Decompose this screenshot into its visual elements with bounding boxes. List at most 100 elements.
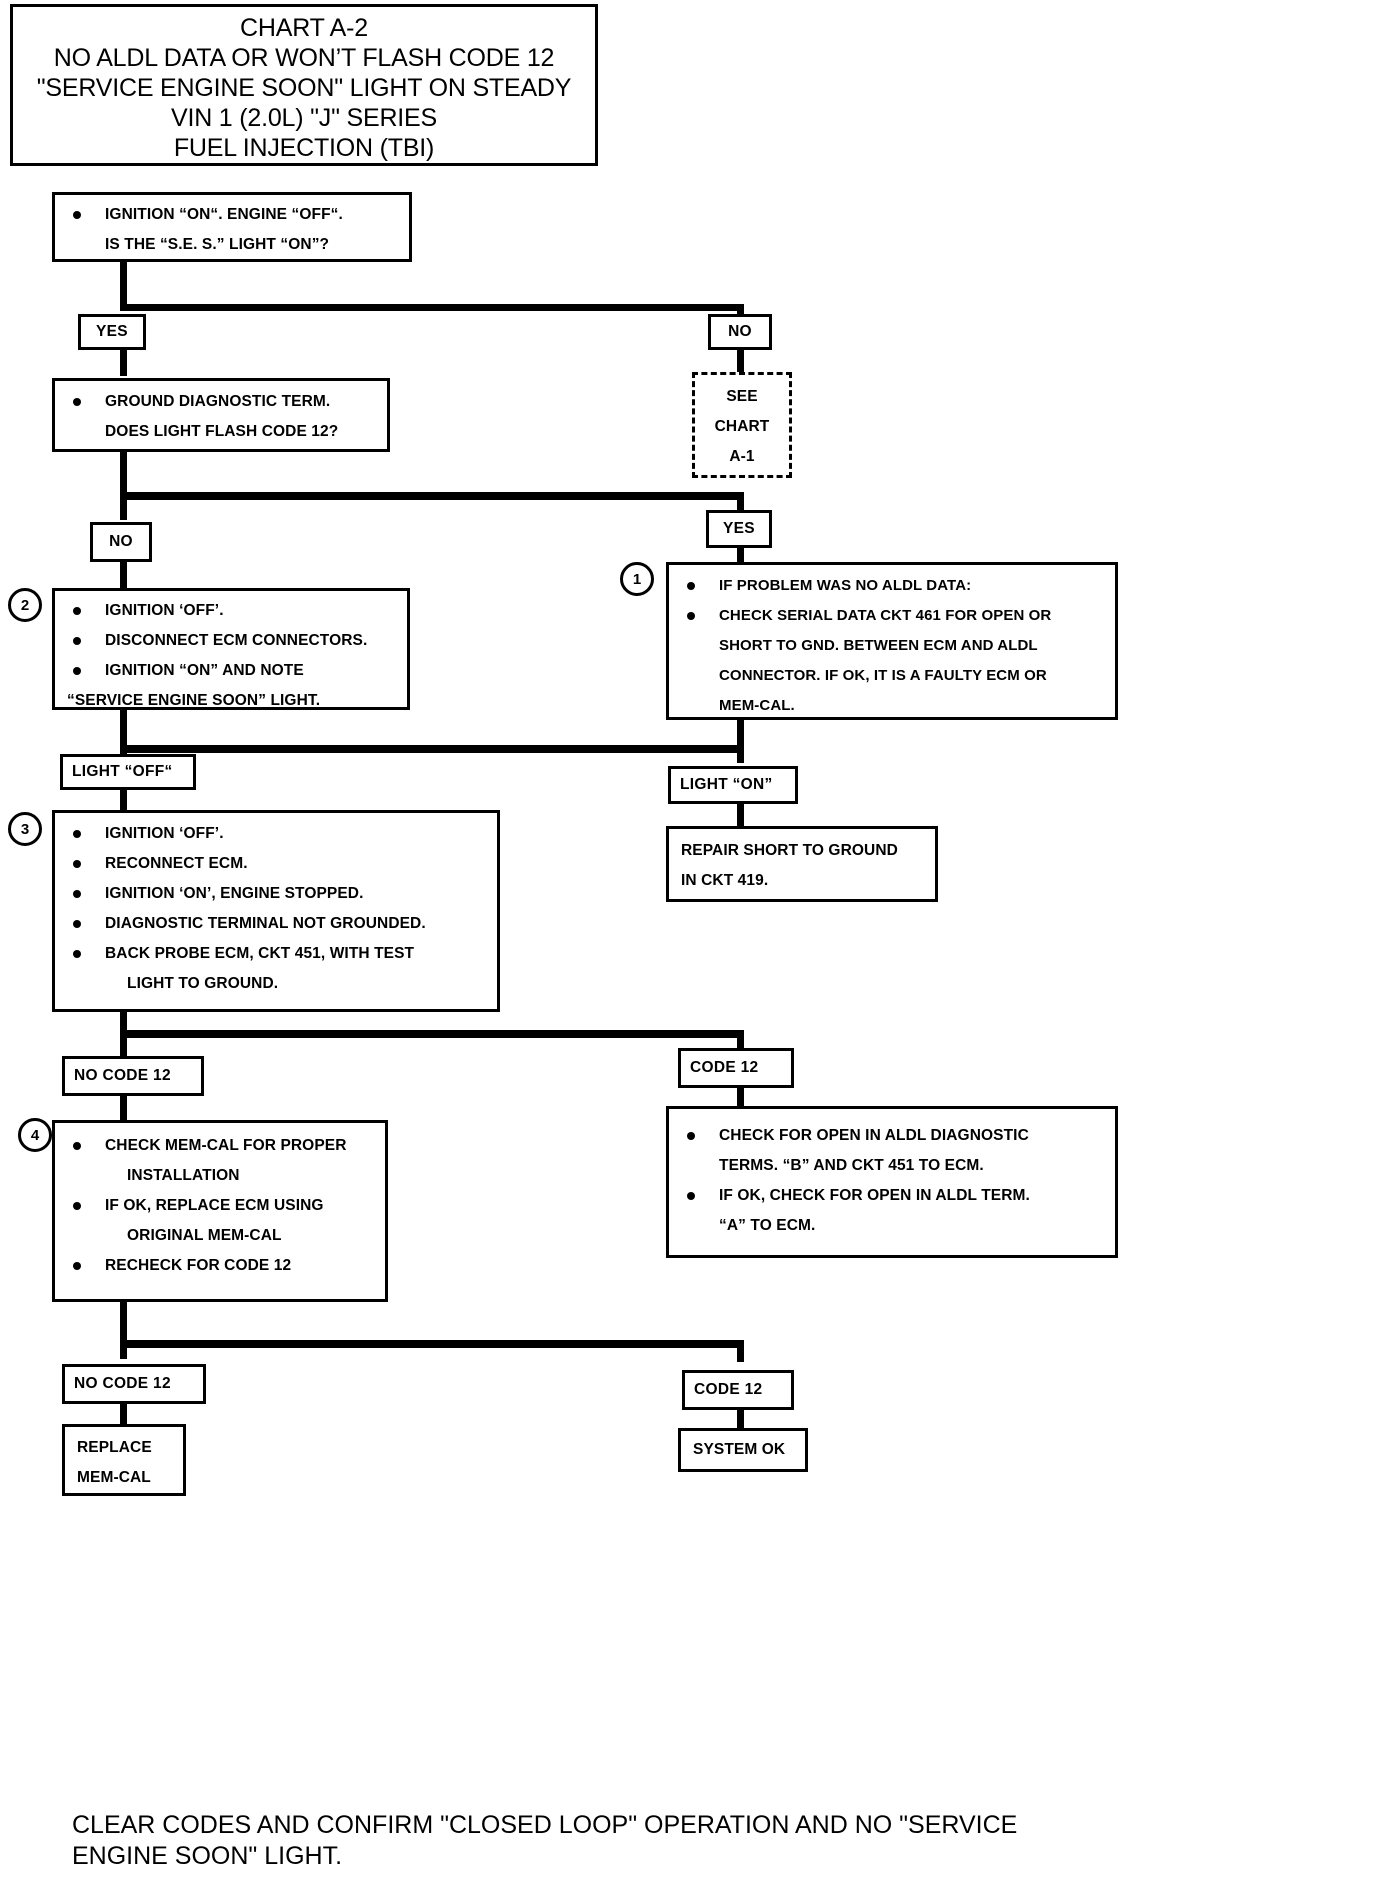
label-no-1: NO: [708, 314, 772, 350]
bullet-icon: [687, 1192, 695, 1200]
box-see-chart-a1: SEE CHART A-1: [692, 372, 792, 478]
box-start-line-1: IGNITION “ON“. ENGINE “OFF“.: [55, 200, 409, 230]
box-step4-line-4: ORIGINAL MEM-CAL: [127, 1227, 282, 1244]
box-step2-line-2: DISCONNECT ECM CONNECTORS.: [55, 626, 407, 656]
box-replace-mem-cal: REPLACE MEM-CAL: [62, 1424, 186, 1496]
connector-code12b-down: [737, 1410, 744, 1428]
connector-split-2: [120, 492, 744, 500]
box-step4-line-2: INSTALLATION: [127, 1167, 240, 1184]
label-no-code-12-b: NO CODE 12: [62, 1364, 206, 1404]
bullet-icon: [687, 582, 695, 590]
bullet-icon: [73, 1262, 81, 1270]
step-number-1: 1: [620, 562, 654, 596]
box-step1-line-5: MEM-CAL.: [719, 697, 795, 714]
chart-title-box: CHART A-2 NO ALDL DATA OR WON’T FLASH CO…: [10, 4, 598, 166]
box-step-1: IF PROBLEM WAS NO ALDL DATA: CHECK SERIA…: [666, 562, 1118, 720]
connector-yes2-down: [737, 548, 744, 562]
connector-yes1-down: [120, 348, 127, 376]
see-chart-line-1: SEE: [726, 388, 758, 405]
title-line-5: FUEL INJECTION (TBI): [173, 134, 435, 162]
connector-nocode12b-down: [120, 1404, 127, 1424]
box-step3-line-6: LIGHT TO GROUND.: [127, 975, 279, 992]
label-yes-2: YES: [706, 510, 772, 548]
connector-to-yes2: [737, 492, 744, 510]
bullet-icon: [73, 667, 81, 675]
box-step2-line-1: IGNITION ‘OFF’.: [55, 596, 407, 626]
connector-no2-down: [120, 562, 127, 588]
bullet-icon: [687, 1132, 695, 1140]
connector-split-1: [120, 304, 744, 311]
bullet-icon: [73, 950, 81, 958]
box-step-3: IGNITION ‘OFF’. RECONNECT ECM. IGNITION …: [52, 810, 500, 1012]
box-repair-short-to-ground: REPAIR SHORT TO GROUND IN CKT 419.: [666, 826, 938, 902]
bullet-icon: [73, 211, 81, 219]
box-openaldl-line-4: “A” TO ECM.: [719, 1217, 816, 1234]
connector-step2-down: [120, 710, 127, 754]
box-step3-line-4: DIAGNOSTIC TERMINAL NOT GROUNDED.: [55, 909, 497, 939]
box-openaldl-line-3: IF OK, CHECK FOR OPEN IN ALDL TERM.: [669, 1181, 1115, 1211]
box-repair-line-1: REPAIR SHORT TO GROUND: [681, 842, 898, 859]
box-step-2: IGNITION ‘OFF’. DISCONNECT ECM CONNECTOR…: [52, 588, 410, 710]
connector-no1-down: [737, 348, 744, 372]
box-start-line-2: IS THE “S.E. S.” LIGHT “ON”?: [105, 236, 330, 253]
title-line-2: NO ALDL DATA OR WON’T FLASH CODE 12: [53, 44, 555, 72]
box-system-ok: SYSTEM OK: [678, 1428, 808, 1472]
connector-code12a-down: [737, 1087, 744, 1107]
box-check-open-aldl: CHECK FOR OPEN IN ALDL DIAGNOSTIC TERMS.…: [666, 1106, 1118, 1258]
connector-groundterm-down: [120, 451, 127, 499]
label-no-2: NO: [90, 522, 152, 562]
title-line-4: VIN 1 (2.0L) "J" SERIES: [170, 104, 438, 132]
box-step3-line-3: IGNITION ‘ON’, ENGINE STOPPED.: [55, 879, 497, 909]
bullet-icon: [73, 637, 81, 645]
connector-step1-down: [737, 719, 744, 763]
box-step1-line-3: SHORT TO GND. BETWEEN ECM AND ALDL: [719, 637, 1038, 654]
step-number-2: 2: [8, 588, 42, 622]
title-line-3: "SERVICE ENGINE SOON" LIGHT ON STEADY: [36, 74, 572, 102]
box-step4-line-1: CHECK MEM-CAL FOR PROPER: [55, 1131, 385, 1161]
footer-line-1: CLEAR CODES AND CONFIRM "CLOSED LOOP" OP…: [72, 1811, 1018, 1839]
box-start: IGNITION “ON“. ENGINE “OFF“. IS THE “S.E…: [52, 192, 412, 262]
connector-to-no2: [120, 492, 127, 520]
box-openaldl-line-1: CHECK FOR OPEN IN ALDL DIAGNOSTIC: [669, 1121, 1115, 1151]
box-step2-line-4: “SERVICE ENGINE SOON” LIGHT.: [67, 692, 321, 709]
box-step-4: CHECK MEM-CAL FOR PROPER INSTALLATION IF…: [52, 1120, 388, 1302]
connector-nocode12a-down: [120, 1096, 127, 1120]
box-repair-line-2: IN CKT 419.: [681, 872, 769, 889]
label-code-12-a: CODE 12: [678, 1048, 794, 1088]
bullet-icon: [73, 890, 81, 898]
label-yes-1: YES: [78, 314, 146, 350]
box-step1-line-2: CHECK SERIAL DATA CKT 461 FOR OPEN OR: [669, 601, 1115, 631]
connector-to-code12b: [737, 1340, 744, 1362]
box-groundterm-line-2: DOES LIGHT FLASH CODE 12?: [105, 423, 339, 440]
step-number-4: 4: [18, 1118, 52, 1152]
box-step2-line-3: IGNITION “ON” AND NOTE: [55, 656, 407, 686]
box-systemok-line-1: SYSTEM OK: [693, 1441, 786, 1458]
bullet-icon: [73, 398, 81, 406]
label-light-on: LIGHT “ON”: [668, 766, 798, 804]
box-step3-line-1: IGNITION ‘OFF’.: [55, 819, 497, 849]
box-step3-line-2: RECONNECT ECM.: [55, 849, 497, 879]
see-chart-line-2: CHART: [714, 418, 770, 435]
box-step4-line-5: RECHECK FOR CODE 12: [55, 1251, 385, 1281]
bullet-icon: [73, 1202, 81, 1210]
box-ground-diagnostic-term: GROUND DIAGNOSTIC TERM. DOES LIGHT FLASH…: [52, 378, 390, 452]
box-step1-line-1: IF PROBLEM WAS NO ALDL DATA:: [669, 571, 1115, 601]
bullet-icon: [73, 860, 81, 868]
box-step3-line-5: BACK PROBE ECM, CKT 451, WITH TEST: [55, 939, 497, 969]
box-replace-line-1: REPLACE: [77, 1439, 152, 1456]
connector-lighton-down: [737, 803, 744, 827]
footer-line-2: ENGINE SOON" LIGHT.: [72, 1842, 343, 1870]
connector-to-code12a: [737, 1030, 744, 1048]
bullet-icon: [73, 830, 81, 838]
connector-split-3: [120, 745, 744, 753]
connector-lightoff-down: [120, 788, 127, 810]
title-line-1: CHART A-2: [240, 14, 368, 42]
box-groundterm-line-1: GROUND DIAGNOSTIC TERM.: [55, 387, 387, 417]
connector-split-4: [120, 1030, 744, 1038]
bullet-icon: [73, 920, 81, 928]
box-openaldl-line-2: TERMS. “B” AND CKT 451 TO ECM.: [719, 1157, 984, 1174]
connector-step4-down: [120, 1301, 127, 1359]
connector-start-down: [120, 261, 127, 309]
footer-note: CLEAR CODES AND CONFIRM "CLOSED LOOP" OP…: [72, 1810, 1362, 1872]
label-no-code-12-a: NO CODE 12: [62, 1056, 204, 1096]
